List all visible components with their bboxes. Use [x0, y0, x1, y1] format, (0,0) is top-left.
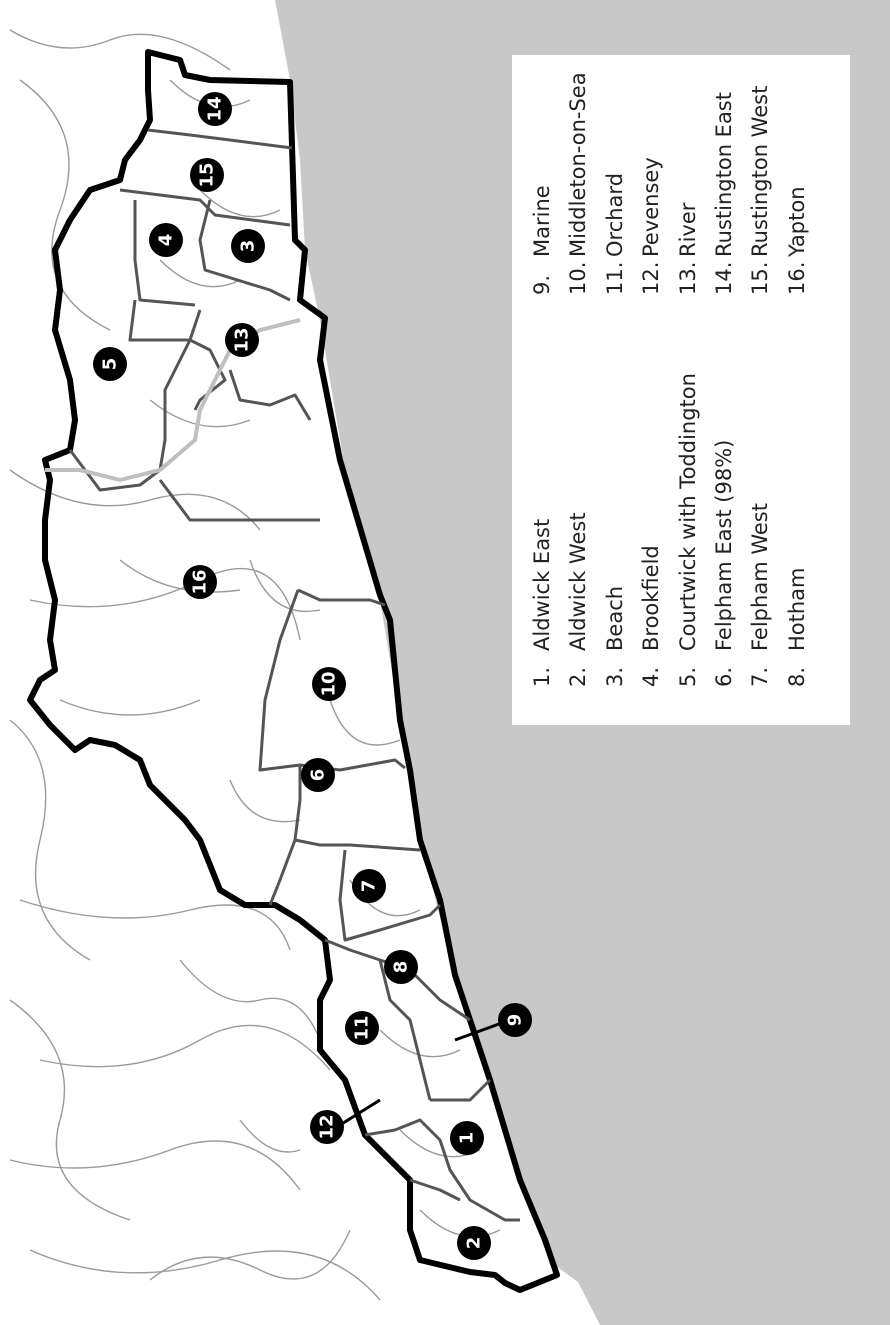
legend-item: 2.Aldwick West: [566, 512, 591, 687]
ward-marker-label: 9: [505, 1014, 526, 1027]
ward-marker-circle: [231, 229, 265, 263]
ward-marker-circle: [225, 323, 259, 357]
legend-item: 9.Marine: [530, 185, 554, 295]
legend-content: 1.Aldwick East 2.Aldwick West 3.Beach 4.…: [512, 55, 850, 725]
legend-item: 8.Hotham: [784, 567, 809, 687]
ward-borders: [68, 128, 520, 1222]
legend-item: 11.Orchard: [602, 172, 627, 295]
ward-marker-circle: [149, 223, 183, 257]
ward-marker-6: 6: [301, 758, 335, 792]
ward-marker-circle: [312, 667, 346, 701]
legend-item: 14.Rustington East: [711, 92, 736, 295]
legend-item: 16.Yapton: [784, 186, 809, 295]
ward-marker-label: 3: [238, 240, 259, 253]
ward-marker-label: 16: [190, 569, 211, 594]
ward-marker-12: 12: [310, 1110, 344, 1144]
ward-marker-label: 12: [317, 1114, 338, 1139]
ward-marker-circle: [301, 758, 335, 792]
legend-item: 7.Felpham West: [748, 503, 773, 687]
ward-marker-label: 15: [197, 162, 218, 187]
ward-marker-9: 9: [498, 1003, 532, 1037]
legend-item: 13.River: [675, 202, 700, 295]
ward-marker-circle: [93, 347, 127, 381]
ward-marker-7: 7: [352, 869, 386, 903]
legend-panel: 1.Aldwick East 2.Aldwick West 3.Beach 4.…: [512, 55, 850, 725]
ward-marker-13: 13: [225, 323, 259, 357]
legend-item: 4.Brookfield: [639, 545, 664, 687]
ward-marker-5: 5: [93, 347, 127, 381]
legend-item: 1.Aldwick East: [530, 518, 554, 687]
legend-column-2: 9.Marine 10.Middleton-on-Sea 11.Orchard …: [524, 72, 815, 295]
legend-item: 10.Middleton-on-Sea: [566, 72, 591, 295]
ward-marker-11: 11: [345, 1011, 379, 1045]
ward-marker-10: 10: [312, 667, 346, 701]
ward-marker-label: 1: [457, 1132, 478, 1145]
ward-marker-3: 3: [231, 229, 265, 263]
ward-marker-2: 2: [457, 1226, 491, 1260]
ward-marker-circle: [198, 92, 232, 126]
legend-column-1: 1.Aldwick East 2.Aldwick West 3.Beach 4.…: [524, 373, 815, 687]
ward-marker-circle: [190, 158, 224, 192]
ward-marker-label: 10: [319, 671, 340, 696]
ward-marker-label: 2: [464, 1237, 485, 1250]
ward-marker-label: 5: [100, 358, 121, 371]
legend-item: 5.Courtwick with Toddington: [675, 373, 700, 687]
ward-marker-1: 1: [450, 1121, 484, 1155]
legend-item: 6.Felpham East (98%): [711, 439, 736, 687]
legend-item: 3.Beach: [602, 585, 627, 687]
ward-marker-circle: [345, 1011, 379, 1045]
ward-marker-circle: [457, 1226, 491, 1260]
ward-marker-circle: [384, 950, 418, 984]
ward-marker-15: 15: [190, 158, 224, 192]
ward-marker-label: 13: [232, 327, 253, 352]
ward-marker-label: 8: [391, 961, 412, 974]
legend-item: 12.Pevensey: [639, 157, 664, 295]
ward-marker-circle: [450, 1121, 484, 1155]
ward-marker-4: 4: [149, 223, 183, 257]
ward-marker-label: 6: [308, 769, 329, 782]
ward-marker-label: 11: [352, 1015, 373, 1040]
ward-marker-8: 8: [384, 950, 418, 984]
ward-marker-label: 14: [205, 96, 226, 121]
ward-marker-circle: [352, 869, 386, 903]
ward-marker-label: 4: [156, 234, 177, 247]
river: [45, 318, 301, 483]
ward-marker-label: 7: [359, 880, 380, 893]
legend-item: 15.Rustington West: [748, 85, 773, 295]
ward-marker-circle: [498, 1003, 532, 1037]
ward-marker-circle: [183, 565, 217, 599]
ward-marker-16: 16: [183, 565, 217, 599]
ward-marker-circle: [310, 1110, 344, 1144]
ward-marker-14: 14: [198, 92, 232, 126]
